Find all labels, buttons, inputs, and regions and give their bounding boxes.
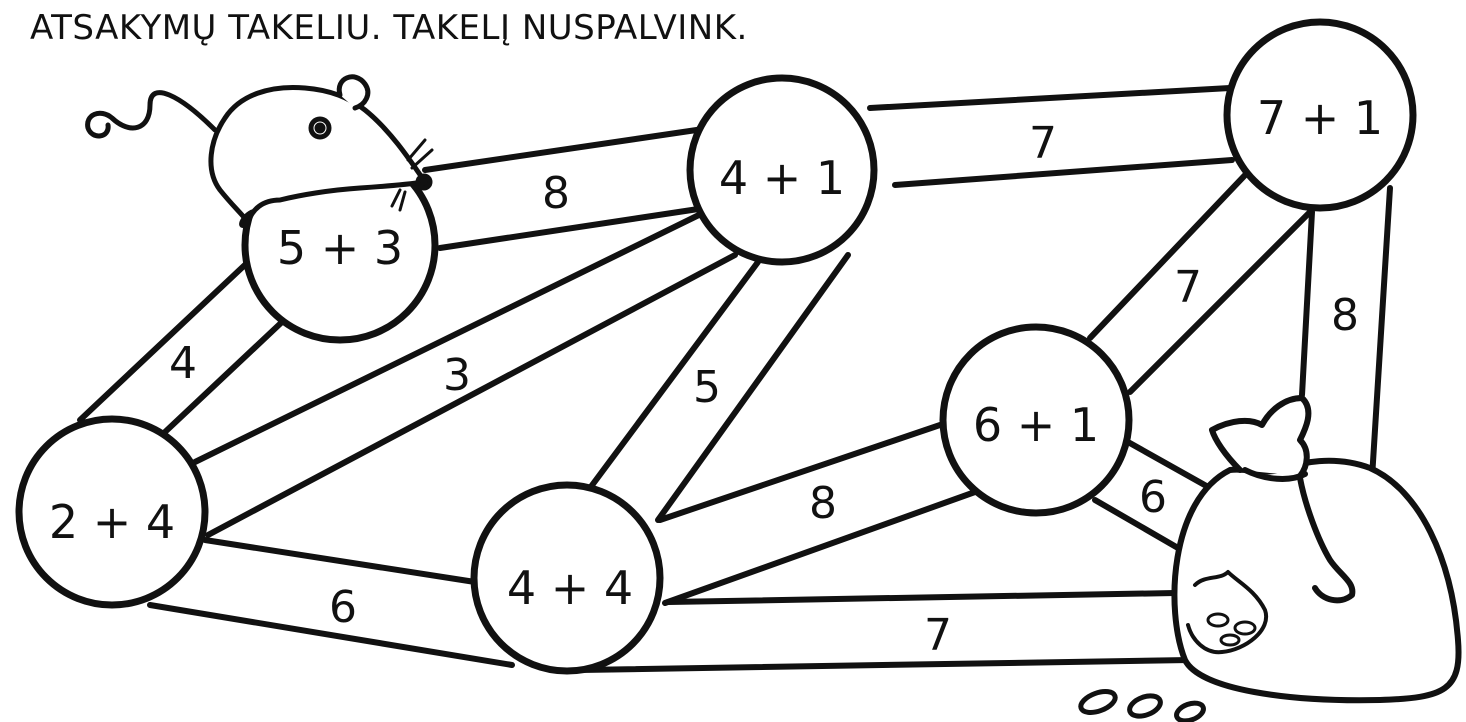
node-6plus1[interactable] (939, 323, 1133, 517)
path-7plus1-bag[interactable] (1299, 185, 1393, 481)
path-4plus1-2plus4[interactable] (192, 209, 738, 538)
node-label: 4 + 1 (719, 151, 845, 205)
path-4plus1-4plus4[interactable] (587, 252, 851, 523)
money-bag-icon (1171, 395, 1462, 704)
path-5plus3-2plus4[interactable] (77, 259, 285, 435)
path-4plus1-7plus1[interactable] (867, 85, 1235, 188)
path-label: 8 (809, 478, 837, 529)
path-label: 5 (693, 362, 721, 413)
path-4plus4-6plus1[interactable] (657, 422, 978, 606)
node-4plus1[interactable] (686, 74, 878, 266)
path-6plus1-bag[interactable] (1092, 439, 1213, 551)
node-4plus4[interactable] (470, 481, 664, 675)
path-7plus1-6plus1[interactable] (1087, 169, 1313, 395)
node-2plus4[interactable] (15, 415, 209, 609)
path-label: 8 (1331, 290, 1359, 341)
node-label: 4 + 4 (507, 561, 633, 615)
path-4plus4-bag[interactable] (577, 590, 1193, 673)
node-label: 7 + 1 (1257, 91, 1383, 145)
path-5plus3-4plus1[interactable] (422, 125, 713, 251)
path-label: 3 (443, 350, 471, 401)
node-label: 5 + 3 (277, 221, 403, 275)
node-7plus1[interactable] (1223, 18, 1417, 212)
path-label: 7 (1174, 262, 1202, 313)
path-label: 4 (169, 338, 197, 389)
coins-icon (1078, 689, 1206, 722)
node-label: 2 + 4 (49, 495, 175, 549)
node-label: 6 + 1 (973, 398, 1099, 452)
path-label: 8 (542, 168, 570, 219)
path-label: 6 (1139, 472, 1167, 523)
path-label: 7 (1029, 118, 1057, 169)
worksheet-instruction: ATSAKYMŲ TAKELIU. TAKELĮ NUSPALVINK. (30, 8, 748, 48)
mouse-icon (85, 74, 434, 228)
path-label: 7 (924, 610, 952, 661)
path-2plus4-4plus4[interactable] (147, 537, 515, 668)
path-label: 6 (329, 582, 357, 633)
